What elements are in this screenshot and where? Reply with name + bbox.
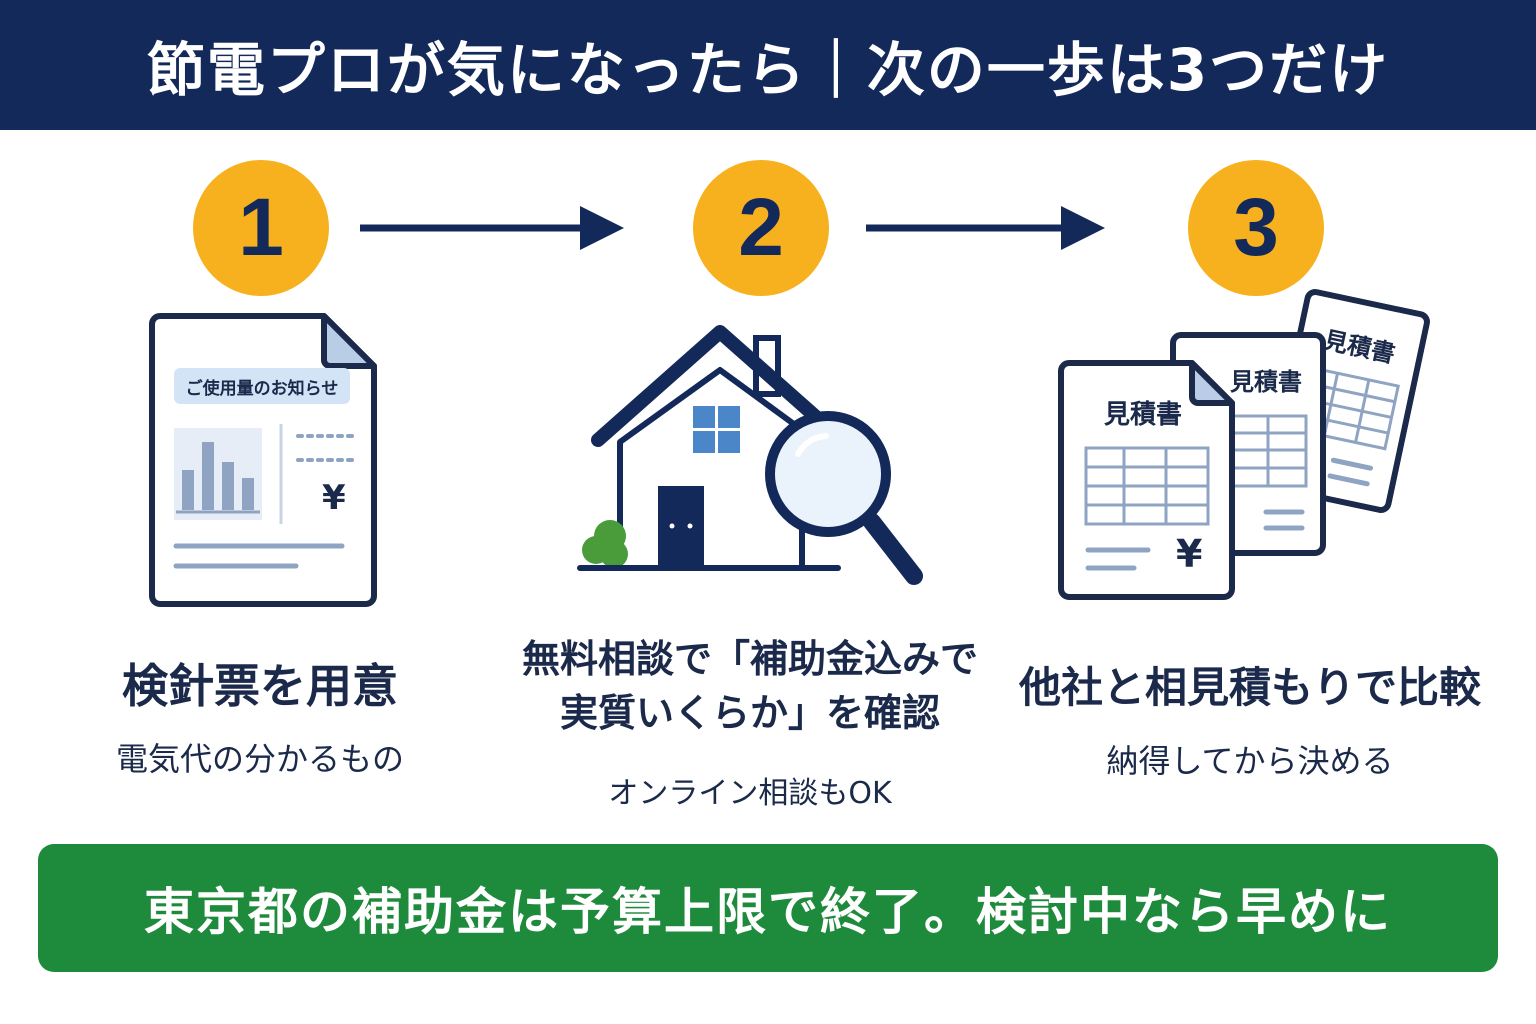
- step-1-number: 1: [238, 182, 284, 273]
- quotation-doc-front: 見積書 ¥: [1058, 360, 1236, 600]
- yen-icon: ¥: [322, 478, 346, 518]
- meter-reading-slip-icon: ご使用量のお知らせ ¥: [148, 312, 380, 608]
- step-3-badge: 3: [1188, 160, 1324, 296]
- quotation-documents-icon: 見積書 見積書: [1058, 288, 1458, 600]
- step-2-title-line-1: 無料相談で「補助金込みで: [521, 637, 978, 681]
- quotation-label: 見積書: [1103, 400, 1182, 430]
- step-1-subtitle: 電気代の分かるもの: [115, 740, 404, 778]
- step-1-title: 検針票を用意: [122, 659, 398, 713]
- house-magnifier-icon: [577, 325, 923, 585]
- yen-icon: ¥: [1176, 532, 1203, 576]
- page-title: 節電プロが気になったら｜次の一歩は3つだけ: [146, 36, 1390, 104]
- step-1-badge: 1: [193, 160, 329, 296]
- step-3-number: 3: [1233, 182, 1279, 273]
- subsidy-deadline-text: 東京都の補助金は予算上限で終了。検討中なら早めに: [144, 883, 1392, 941]
- subsidy-deadline-banner: 東京都の補助金は予算上限で終了。検討中なら早めに: [38, 844, 1498, 972]
- step-2-number: 2: [738, 182, 784, 273]
- step-2-badge: 2: [693, 160, 829, 296]
- header-banner: 節電プロが気になったら｜次の一歩は3つだけ: [0, 0, 1536, 130]
- quotation-label: 見積書: [1230, 368, 1302, 396]
- usage-notice-tag: ご使用量のお知らせ: [174, 368, 350, 404]
- arrow-right-icon: [360, 206, 624, 250]
- step-2-subtitle: オンライン相談もOK: [608, 776, 892, 811]
- step-3-title: 他社と相見積もりで比較: [1018, 663, 1481, 712]
- step-3-subtitle: 納得してから決める: [1106, 742, 1394, 780]
- step-2-title-line-2: 実質いくらか」を確認: [559, 691, 940, 735]
- arrow-right-icon: [866, 206, 1105, 250]
- usage-notice-label: ご使用量のお知らせ: [185, 378, 339, 399]
